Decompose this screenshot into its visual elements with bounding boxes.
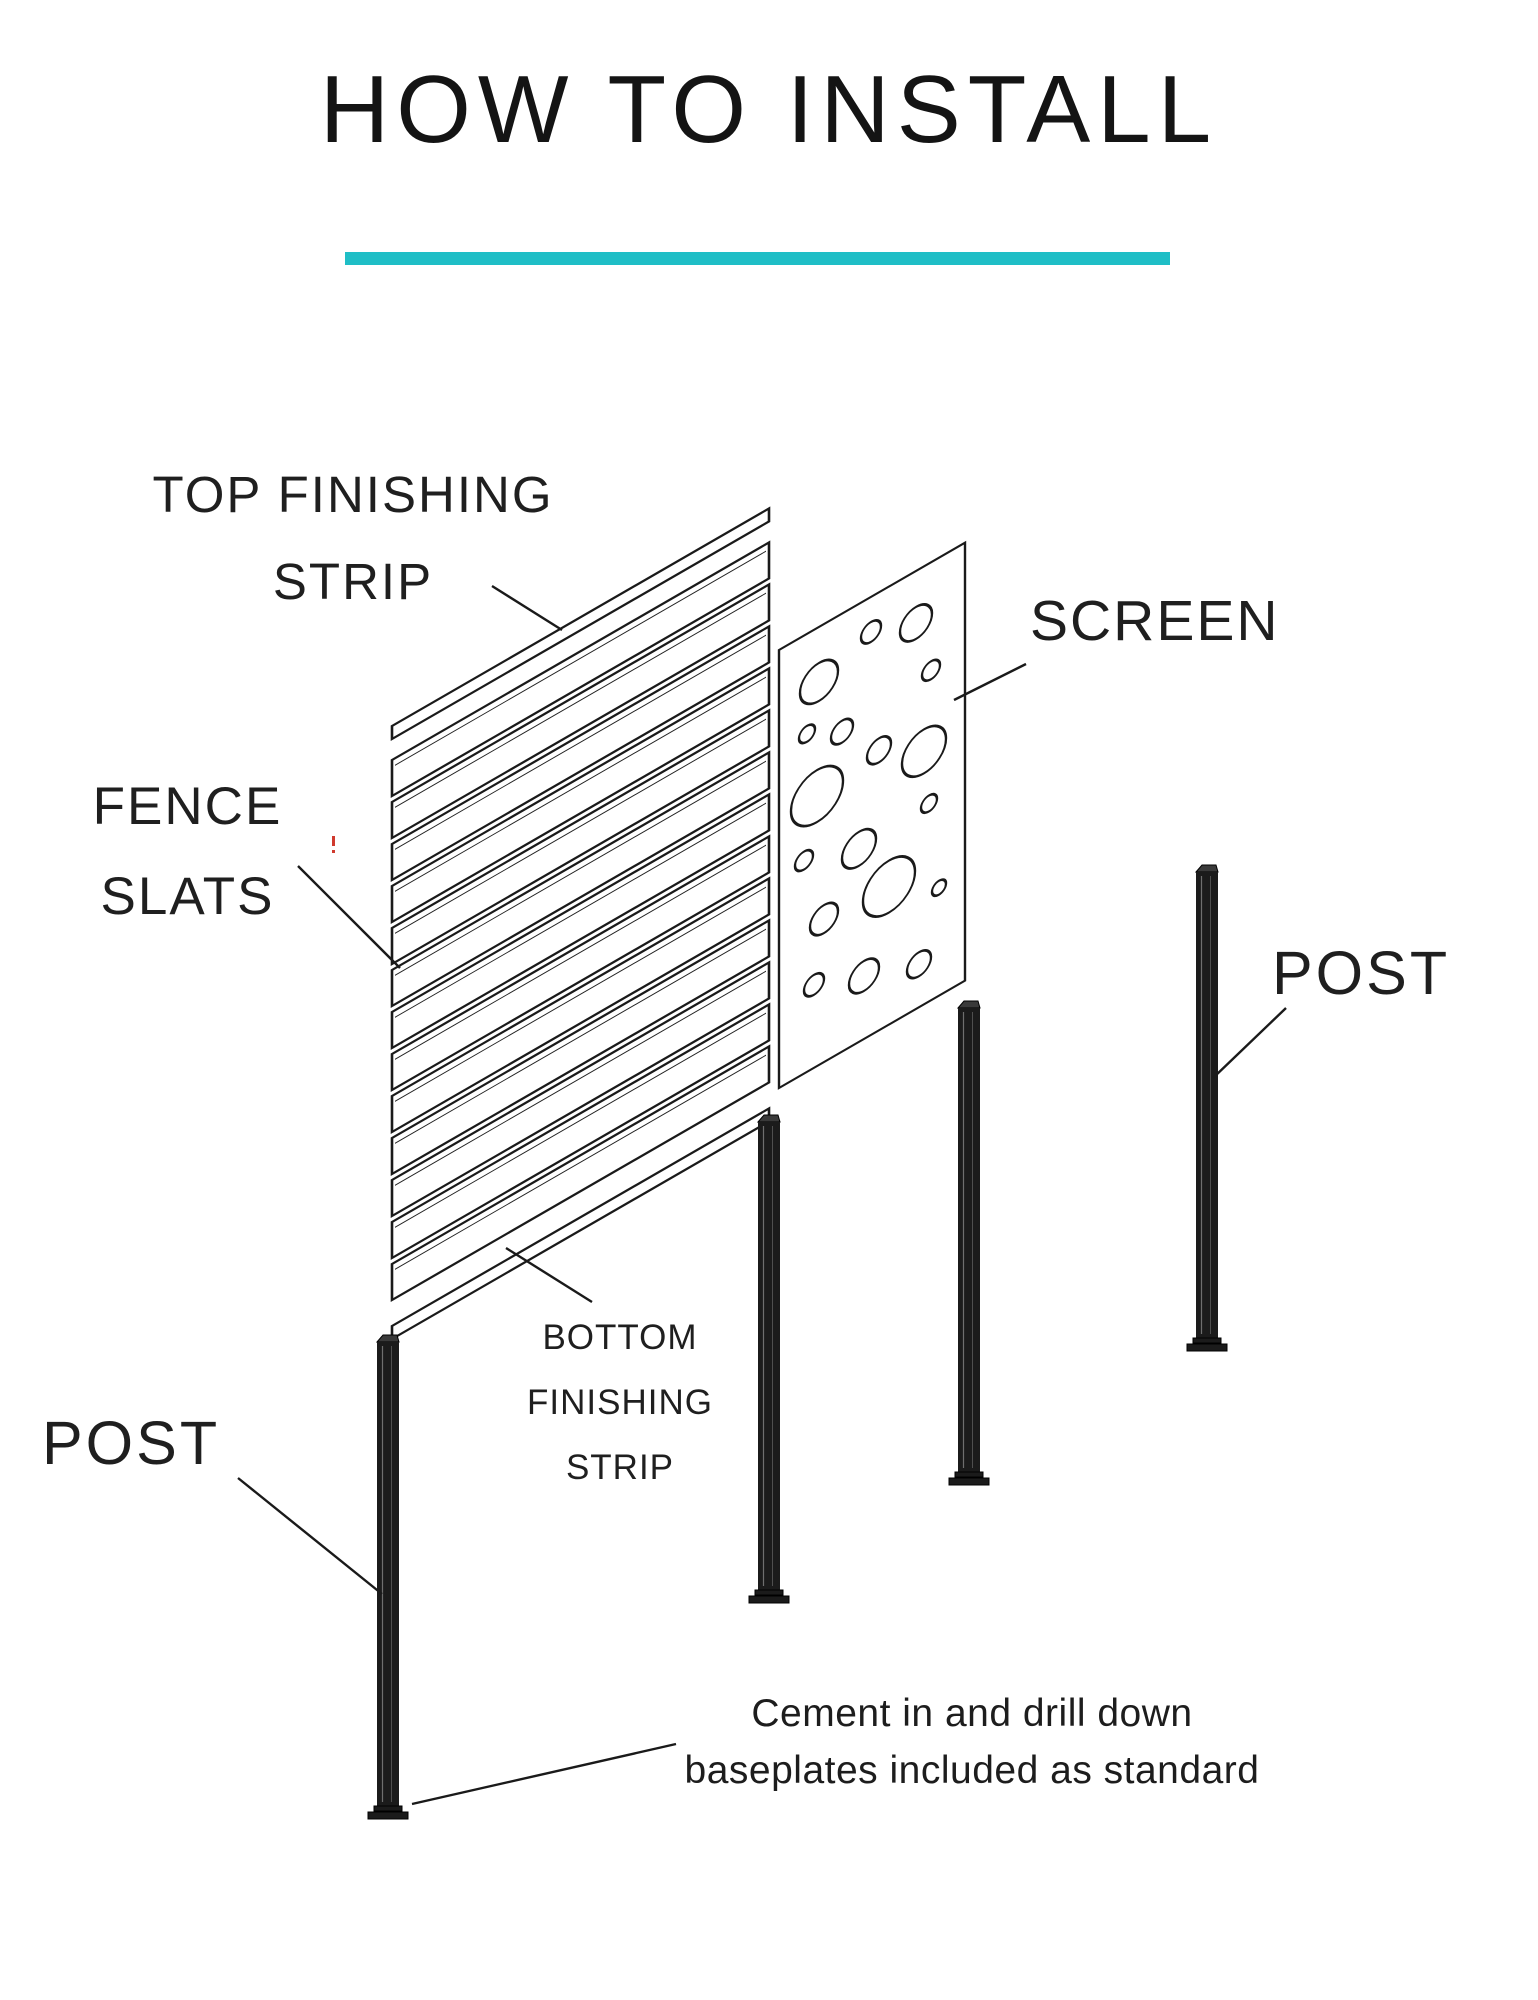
screen-hole xyxy=(789,764,845,828)
post-baseplate xyxy=(948,1477,990,1486)
screen-hole xyxy=(900,724,948,779)
fence-slat xyxy=(390,708,771,967)
fence-slat xyxy=(390,540,771,799)
leader-fence-slats xyxy=(297,865,401,969)
label-screen: SCREEN xyxy=(1030,589,1280,653)
title-underline xyxy=(345,252,1170,265)
leader-bottom-strip xyxy=(505,1246,593,1304)
post-graphic-mid-right xyxy=(948,1000,990,1486)
fence-slat xyxy=(390,918,771,1177)
post-cap xyxy=(956,1000,981,1009)
post-baseplate xyxy=(367,1811,409,1820)
fence-slat xyxy=(390,582,771,841)
leader-lines xyxy=(237,584,1287,1806)
post-cap xyxy=(1194,864,1219,873)
fence-slat xyxy=(390,750,771,1009)
fence-slat xyxy=(390,834,771,1093)
post-baseplate xyxy=(754,1589,784,1596)
post-body xyxy=(377,1342,399,1806)
slat-panel-graphic xyxy=(390,506,771,1342)
post-graphic-left xyxy=(367,1334,409,1820)
leader-baseplate-note xyxy=(411,1742,677,1806)
post-graphic-right xyxy=(1186,864,1228,1352)
label-fence-slats: FENCE SLATS xyxy=(92,777,283,927)
screen-hole xyxy=(840,827,878,870)
page-title: HOW TO INSTALL xyxy=(319,56,1219,163)
stray-red-mark xyxy=(332,836,335,853)
slat-groove-lines xyxy=(395,550,766,1270)
post-baseplate xyxy=(1192,1337,1222,1344)
screen-graphic xyxy=(777,540,967,1090)
post-body xyxy=(958,1008,980,1472)
post-graphic-middle xyxy=(748,1114,790,1604)
screen-hole xyxy=(847,957,881,995)
leader-screen xyxy=(953,662,1027,702)
screen-hole xyxy=(829,717,855,746)
fence-slat xyxy=(390,666,771,925)
top-finishing-strip-graphic xyxy=(390,506,771,742)
leader-top-finishing-strip xyxy=(491,584,563,632)
screen-hole xyxy=(905,948,933,980)
screen-hole xyxy=(930,878,948,898)
fence-slat xyxy=(390,960,771,1219)
label-bottom-finishing-strip: BOTTOM FINISHING STRIP xyxy=(527,1318,713,1487)
fence-slat xyxy=(390,624,771,883)
fence-slat xyxy=(390,792,771,1051)
screen-hole xyxy=(920,658,942,683)
post-body xyxy=(1196,872,1218,1338)
screen-hole xyxy=(898,603,934,643)
post-baseplate xyxy=(373,1805,403,1812)
screen-hole xyxy=(865,735,893,766)
screen-hole xyxy=(797,723,817,745)
screen-hole xyxy=(919,792,939,815)
label-top-finishing-strip: TOP FINISHING STRIP xyxy=(152,466,554,610)
leader-post-left xyxy=(237,1477,383,1595)
screen-hole xyxy=(798,658,840,706)
post-cap xyxy=(375,1334,400,1343)
screen-hole xyxy=(808,901,840,937)
screen-hole xyxy=(793,848,815,873)
post-baseplate xyxy=(748,1595,790,1604)
note-baseplates: Cement in and drill down baseplates incl… xyxy=(684,1692,1260,1792)
fence-slat xyxy=(390,1044,771,1303)
screen-hole xyxy=(861,855,917,918)
label-post-left: POST xyxy=(42,1409,221,1477)
screen-hole xyxy=(802,971,826,998)
label-post-right: POST xyxy=(1272,939,1451,1007)
leader-post-right xyxy=(1212,1007,1287,1079)
fence-slat xyxy=(390,876,771,1135)
post-baseplate xyxy=(954,1471,984,1478)
screen-hole xyxy=(859,618,883,645)
post-baseplate xyxy=(1186,1343,1228,1352)
fence-slat xyxy=(390,1002,771,1261)
